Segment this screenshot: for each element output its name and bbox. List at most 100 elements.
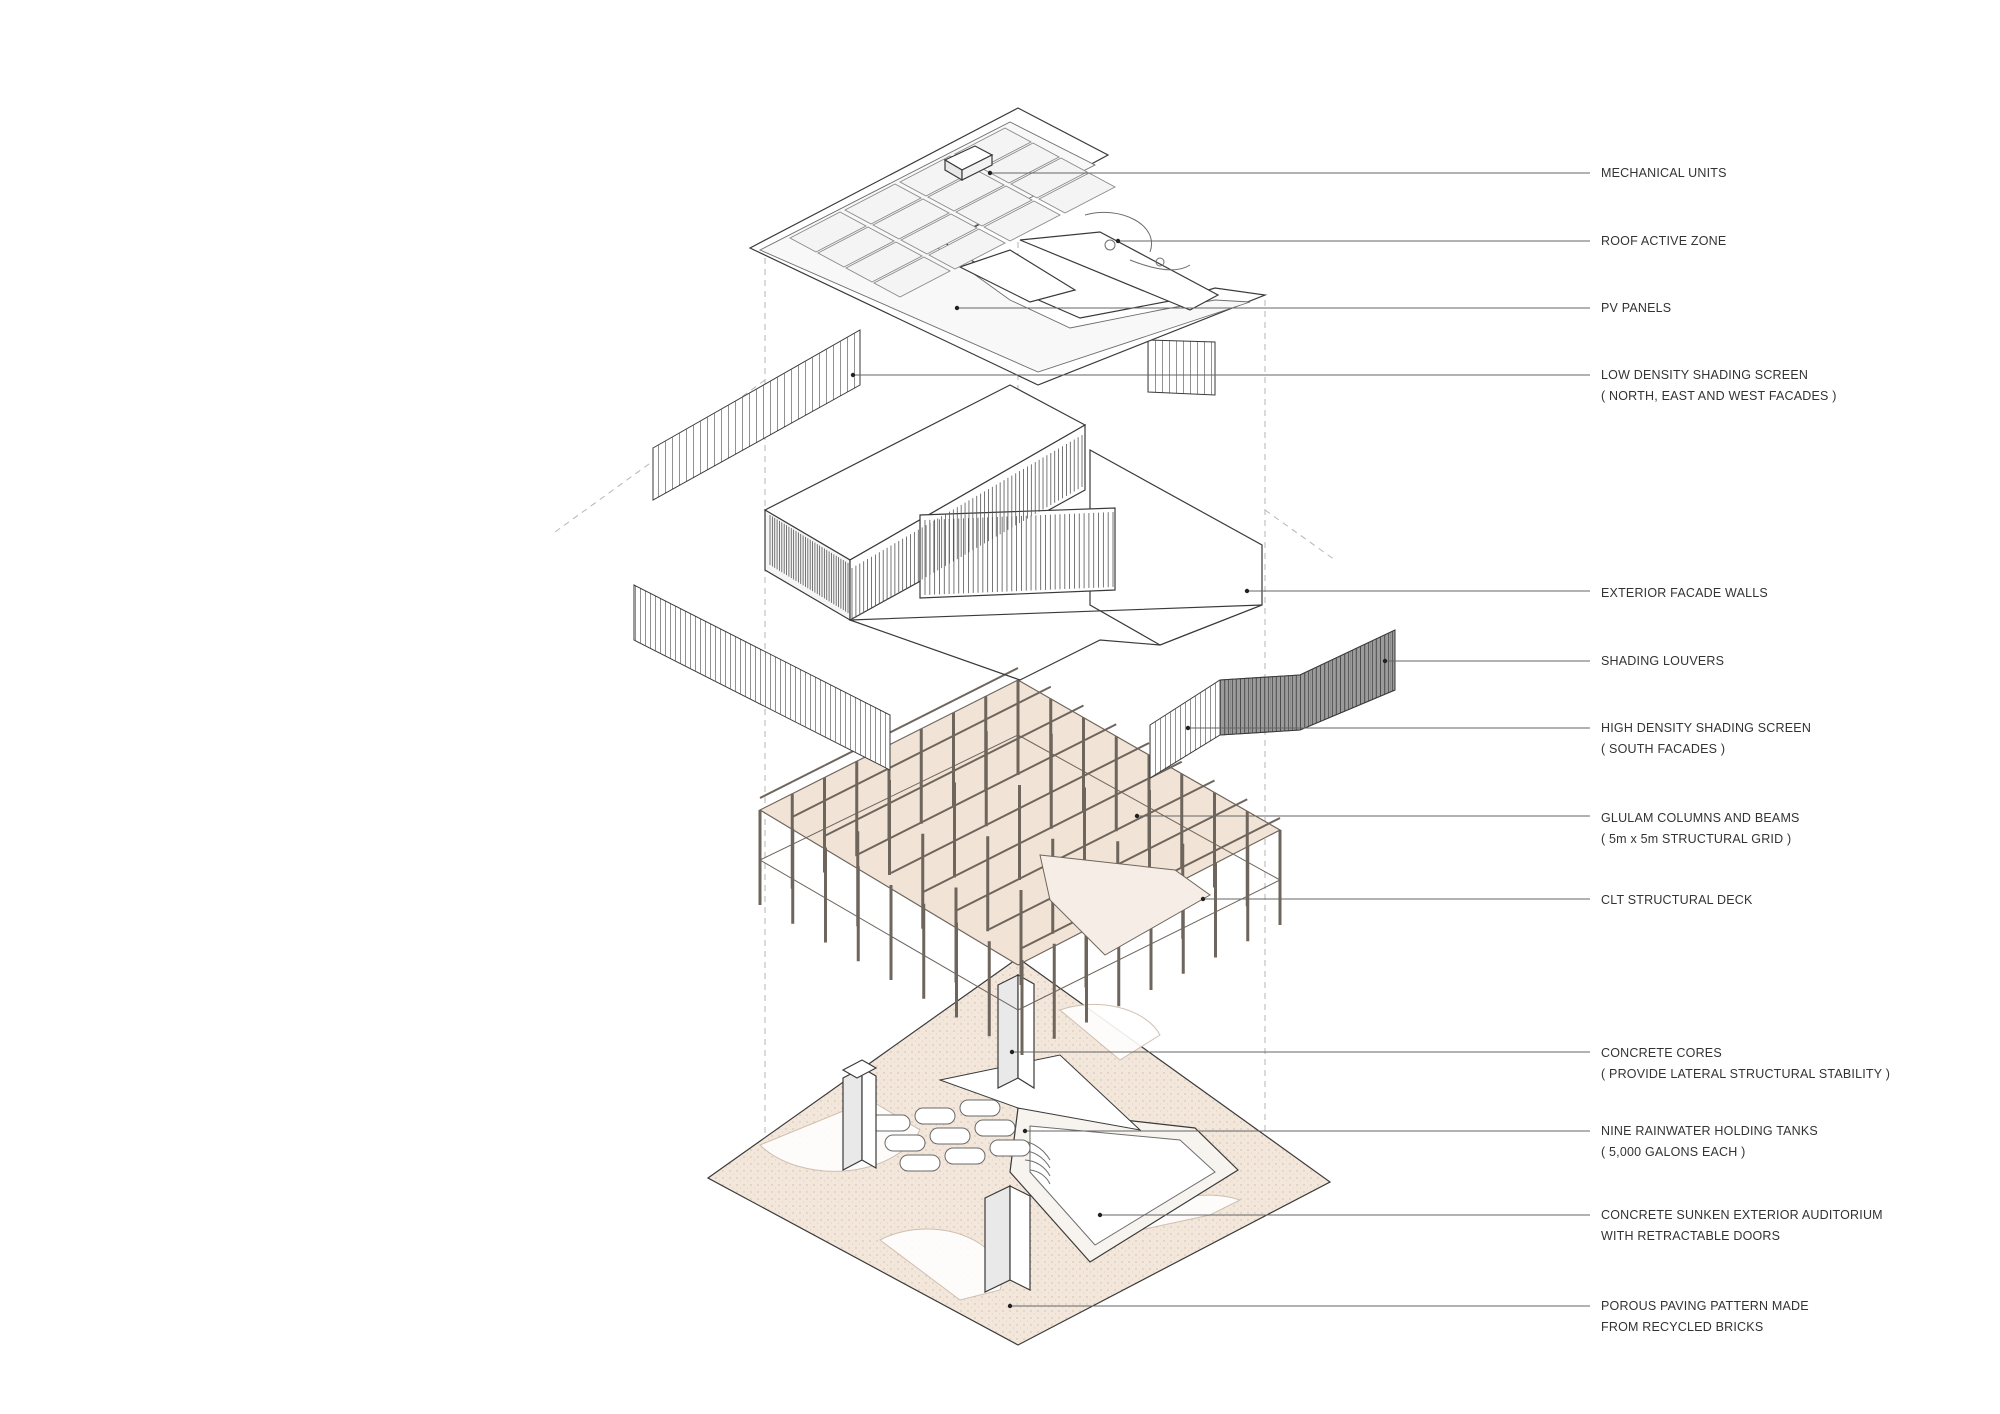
- leader-dot: [1244, 588, 1250, 594]
- pv-panel: [955, 185, 1033, 227]
- leader-dot: [1115, 238, 1121, 244]
- glulam-beam: [1149, 795, 1183, 814]
- glulam-beam: [889, 785, 923, 804]
- shading-screens: [633, 329, 1396, 779]
- callout-line: MECHANICAL UNITS: [1601, 166, 1727, 180]
- callout-subline: ( PROVIDE LATERAL STRUCTURAL STABILITY ): [1601, 1067, 1891, 1081]
- callout-low-density-shading-screen: LOW DENSITY SHADING SCREEN ( NORTH, EAST…: [1601, 365, 1837, 407]
- callout-subline: ( 5,000 GALONS EACH ): [1601, 1145, 1746, 1159]
- callout-subline: ( SOUTH FACADES ): [1601, 742, 1726, 756]
- glulam-beam: [1050, 704, 1084, 723]
- callout-concrete-sunken-exterior-auditorium: CONCRETE SUNKEN EXTERIOR AUDITORIUM WITH…: [1601, 1205, 1883, 1247]
- leader-dot: [1185, 725, 1191, 731]
- glulam-beam: [954, 788, 988, 807]
- pv-panel: [845, 241, 923, 283]
- leader-dot: [850, 372, 856, 378]
- concrete-cores: [841, 973, 1035, 1293]
- callout-line: CLT STRUCTURAL DECK: [1601, 893, 1753, 907]
- callout-roof-active-zone: ROOF ACTIVE ZONE: [1601, 231, 1726, 252]
- callout-glulam-columns-and-beams: GLULAM COLUMNS AND BEAMS ( 5m x 5m STRUC…: [1601, 808, 1800, 850]
- callout-porous-paving-pattern: POROUS PAVING PATTERN MADE FROM RECYCLED…: [1601, 1296, 1809, 1338]
- glulam-beam: [1247, 817, 1281, 836]
- glulam-beam: [988, 912, 1022, 931]
- callout-line: SHADING LOUVERS: [1601, 654, 1725, 668]
- glulam-beam: [1018, 720, 1052, 739]
- ground-plane: [706, 957, 1332, 1346]
- roof: [748, 107, 1268, 386]
- callout-concrete-cores: CONCRETE CORES ( PROVIDE LATERAL STRUCTU…: [1601, 1043, 1890, 1085]
- glulam-beam: [1083, 723, 1117, 742]
- glulam-beam: [889, 750, 923, 769]
- callout-line: GLULAM COLUMNS AND BEAMS: [1601, 811, 1800, 825]
- pv-panel: [1038, 172, 1116, 214]
- glulam-beam: [1214, 798, 1248, 817]
- glulam-beam: [1117, 847, 1151, 866]
- callout-line: ROOF ACTIVE ZONE: [1601, 234, 1727, 248]
- callout-exterior-facade-walls: EXTERIOR FACADE WALLS: [1601, 583, 1768, 604]
- leader-dot: [954, 305, 960, 311]
- callout-pv-panels: PV PANELS: [1601, 298, 1671, 319]
- glulam-beam: [857, 802, 891, 821]
- glulam-beam: [956, 893, 990, 912]
- pv-panel: [817, 226, 895, 268]
- callout-mechanical-units: MECHANICAL UNITS: [1601, 163, 1727, 184]
- callout-subline: ( NORTH, EAST AND WEST FACADES ): [1601, 389, 1837, 403]
- glulam-beam: [890, 855, 924, 874]
- pv-panel: [900, 213, 978, 255]
- glulam-beam: [824, 783, 858, 802]
- glulam-beam: [857, 837, 891, 856]
- callout-high-density-shading-screen: HIGH DENSITY SHADING SCREEN ( SOUTH FACA…: [1601, 718, 1811, 760]
- glulam-beam: [1215, 833, 1249, 852]
- glulam-beam: [1019, 755, 1053, 774]
- glulam-beam: [922, 804, 956, 823]
- glulam-beam: [985, 702, 1019, 721]
- callout-line: CONCRETE SUNKEN EXTERIOR AUDITORIUM: [1601, 1208, 1883, 1222]
- glulam-beam: [1021, 930, 1055, 949]
- callout-subline: WITH RETRACTABLE DOORS: [1601, 1229, 1781, 1243]
- leader-dot: [1097, 1212, 1103, 1218]
- pv-panel: [873, 256, 951, 298]
- callout-subline: ( 5m x 5m STRUCTURAL GRID ): [1601, 832, 1792, 846]
- callout-line: CONCRETE CORES: [1601, 1046, 1722, 1060]
- callout-line: LOW DENSITY SHADING SCREEN: [1601, 368, 1809, 382]
- glulam-beam: [986, 772, 1020, 791]
- glulam-beam: [890, 820, 924, 839]
- glulam-beam: [955, 823, 989, 842]
- callout-line: NINE RAINWATER HOLDING TANKS: [1601, 1124, 1818, 1138]
- leader-dot: [1200, 896, 1206, 902]
- leader-dot: [1134, 813, 1140, 819]
- glulam-beam: [921, 769, 955, 788]
- facade-walls: [763, 384, 1263, 681]
- leader-dot: [1009, 1049, 1015, 1055]
- leader-dots: [850, 170, 1388, 1309]
- glulam-beam: [1181, 779, 1215, 798]
- pv-panel: [928, 228, 1006, 270]
- glulam-beam: [1084, 793, 1118, 812]
- glulam-beam: [1020, 825, 1054, 844]
- callout-line: PV PANELS: [1601, 301, 1672, 315]
- glulam-beam: [953, 683, 987, 702]
- glulam-beam: [987, 807, 1021, 826]
- leader-dot: [1022, 1128, 1028, 1134]
- glulam-beam: [987, 842, 1021, 861]
- glulam-beam: [888, 715, 922, 734]
- pv-panel: [789, 211, 867, 253]
- callout-subline: FROM RECYCLED BRICKS: [1601, 1320, 1764, 1334]
- glulam-beam: [955, 858, 989, 877]
- pv-panel: [844, 183, 922, 225]
- callout-line: POROUS PAVING PATTERN MADE: [1601, 1299, 1809, 1313]
- glulam-beam: [1116, 777, 1150, 796]
- glulam-beam: [1051, 739, 1085, 758]
- callout-nine-rainwater-holding-tanks: NINE RAINWATER HOLDING TANKS ( 5,000 GAL…: [1601, 1121, 1818, 1163]
- glulam-beam: [1182, 849, 1216, 868]
- glulam-beam: [791, 764, 825, 783]
- glulam-beam: [985, 667, 1019, 686]
- callout-line: HIGH DENSITY SHADING SCREEN: [1601, 721, 1812, 735]
- leader-dot: [1007, 1303, 1013, 1309]
- glulam-beam: [1018, 685, 1052, 704]
- callout-shading-louvers: SHADING LOUVERS: [1601, 651, 1724, 672]
- glulam-beam: [825, 818, 859, 837]
- glulam-beam: [922, 839, 956, 858]
- pv-panel: [983, 200, 1061, 242]
